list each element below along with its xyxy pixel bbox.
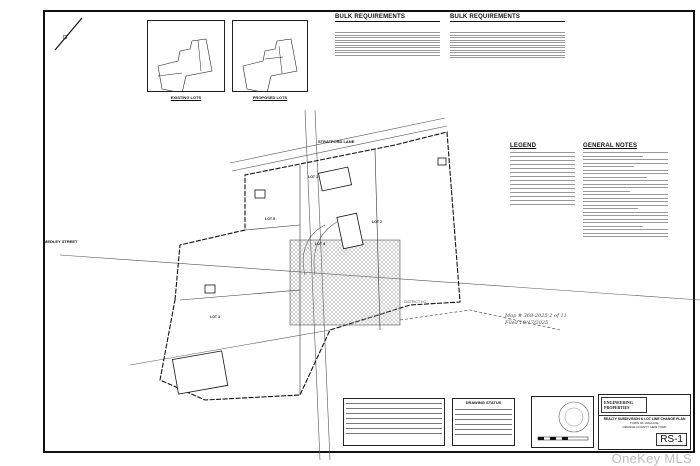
engineer-seal bbox=[537, 401, 590, 441]
street-label-stratford: STRATFORD LANE bbox=[318, 139, 355, 144]
lot-label: LOT 1 bbox=[308, 175, 318, 179]
lot-label: LOT 4 bbox=[315, 242, 325, 246]
bulk-requirements-table-1: BULK REQUIREMENTS bbox=[335, 14, 440, 57]
revision-table bbox=[343, 398, 445, 446]
general-notes-title: GENERAL NOTES bbox=[583, 143, 638, 149]
lot-label: LOT 2 bbox=[372, 220, 382, 224]
legend-title: LEGEND bbox=[510, 143, 537, 149]
proposed-lots-label: PROPOSED LOTS bbox=[252, 95, 288, 100]
hatched-area bbox=[289, 239, 401, 326]
project-county: ORANGE COUNTY, NEW YORK bbox=[622, 425, 667, 429]
drawing-status-table: DRAWING STATUS bbox=[452, 398, 515, 446]
sheet-of: 2 of 11 bbox=[549, 313, 567, 319]
lot-label: LOT 3 bbox=[210, 315, 220, 319]
drawing-border bbox=[43, 10, 695, 453]
drawing-status-title: DRAWING STATUS bbox=[465, 400, 502, 405]
project-town: TOWN OF WALLKILL bbox=[629, 421, 660, 425]
general-notes: GENERAL NOTES bbox=[583, 143, 668, 240]
bulk-requirements-title: BULK REQUIREMENTS bbox=[335, 14, 406, 20]
street-label-medley: MEDLEY STREET bbox=[44, 239, 78, 244]
buildings bbox=[171, 157, 447, 395]
legend: LEGEND bbox=[510, 143, 575, 208]
district-label: DISTRICT HC bbox=[404, 300, 427, 304]
filing-stamp-map: Map # 368-2025 2 of 11 bbox=[505, 313, 567, 319]
map-number: Map # 368-2025 bbox=[505, 313, 548, 319]
north-arrow bbox=[54, 17, 83, 51]
existing-lots-inset bbox=[147, 20, 225, 94]
seal-box bbox=[531, 396, 594, 448]
bulk-requirements-title: BULK REQUIREMENTS bbox=[450, 14, 521, 20]
project-title: REALTY SUBDIVISION & LOT LINE CHANGE PLA… bbox=[599, 415, 690, 421]
proposed-lots-inset bbox=[232, 20, 308, 94]
sheet-number: RS-1 bbox=[656, 433, 687, 446]
filing-stamp-filed: Filed 10/17/2025 bbox=[505, 320, 549, 326]
watermark: OneKey MLS bbox=[611, 451, 692, 466]
firm-logo: ENGINEERING PROPERTIES bbox=[601, 397, 647, 413]
lot-label: LOT 5 bbox=[265, 217, 275, 221]
existing-lots-label: EXISTING LOTS bbox=[170, 95, 202, 100]
bulk-requirements-table-2: BULK REQUIREMENTS bbox=[450, 14, 565, 60]
title-block: ENGINEERING PROPERTIES REALTY SUBDIVISIO… bbox=[598, 394, 691, 450]
lot-lines bbox=[179, 149, 561, 395]
